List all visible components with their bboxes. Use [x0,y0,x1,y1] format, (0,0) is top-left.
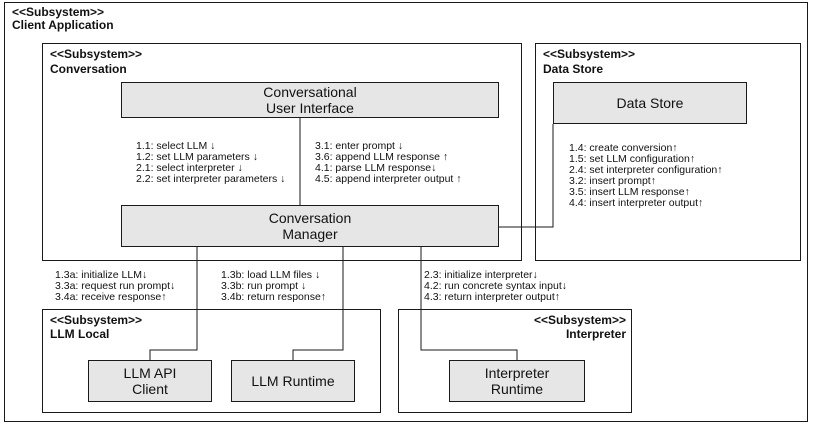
cui-line-2: User Interface [266,100,354,116]
message-label: 2.2: set interpreter parameters ↓ [136,173,286,185]
message-label: 2.3: initialize interpreter↓ [424,269,538,281]
interpreter-name: Interpreter [565,327,626,341]
conversation-name: Conversation [50,62,127,76]
message-label: 4.5: append interpreter output ↑ [315,173,462,185]
llm-runtime-label: LLM Runtime [251,373,335,389]
conversation-stereotype: <<Subsystem>> [50,47,143,61]
interpreter-messages: 2.3: initialize interpreter↓ 4.2: run co… [424,270,567,303]
message-label: 3.1: enter prompt ↓ [315,140,404,152]
message-label: 2.4: set interpreter configuration↑ [569,164,723,176]
client-application-stereotype: <<Subsystem>> [12,5,105,19]
interpreter-stereotype: <<Subsystem>> [533,313,626,327]
message-label: 3.5: insert LLM response↑ [569,186,690,198]
llm-runtime-component[interactable]: LLM Runtime [231,360,355,402]
manager-interpreter-link [420,247,518,360]
message-label: 3.3b: run prompt ↓ [221,280,307,292]
message-label: 2.1: select interpreter ↓ [136,162,243,174]
data-store-component[interactable]: Data Store [553,82,747,124]
message-label: 1.3b: load LLM files ↓ [221,269,321,281]
manager-line-1: Conversation [268,210,352,226]
interp-runtime-line-1: Interpreter [484,365,550,381]
message-label: 3.3a: request run prompt↓ [55,280,176,292]
cui-line-1: Conversational [263,84,357,100]
message-label: 1.2: set LLM parameters ↓ [136,151,258,163]
manager-llm-api-link [149,247,198,360]
message-label: 1.1: select LLM ↓ [136,140,216,152]
client-application-name: Client Application [12,18,114,32]
message-label: 3.4b: return response↑ [221,291,327,303]
message-label: 3.6: append LLM response ↑ [315,151,449,163]
cui-right-messages: 3.1: enter prompt ↓ 3.6: append LLM resp… [315,141,462,185]
message-label: 4.1: parse LLM response↓ [315,162,437,174]
message-label: 4.4: insert interpreter output↑ [569,197,704,209]
llm-api-line-1: LLM API [123,365,177,381]
interpreter-frame [398,309,632,413]
data-store-stereotype: <<Subsystem>> [543,47,636,61]
message-label: 3.2: insert prompt↑ [569,175,656,187]
llm-api-line-2: Client [132,381,168,397]
message-label: 4.2: run concrete syntax input↓ [424,280,567,292]
data-store-label: Data Store [616,95,684,111]
llm-runtime-messages: 1.3b: load LLM files ↓ 3.3b: run prompt … [221,270,326,303]
llm-local-name: LLM Local [50,327,110,341]
client-application-frame [4,2,808,422]
llm-local-frame [42,309,381,413]
data-store-subsystem-name: Data Store [543,62,604,76]
message-label: 3.4a: receive response↑ [55,291,167,303]
llm-api-messages: 1.3a: initialize LLM↓ 3.3a: request run … [55,270,175,303]
manager-line-2: Manager [282,226,338,242]
message-label: 1.3a: initialize LLM↓ [55,269,148,281]
interp-runtime-line-2: Runtime [490,381,544,397]
llm-local-stereotype: <<Subsystem>> [50,313,143,327]
cui-left-messages: 1.1: select LLM ↓ 1.2: set LLM parameter… [136,141,285,185]
conversation-frame [42,43,522,261]
manager-datastore-link [499,124,554,228]
message-label: 4.3: return interpreter output↑ [424,291,560,303]
data-store-frame [535,43,801,261]
message-label: 1.4: create conversion↑ [569,142,678,154]
data-store-messages: 1.4: create conversion↑ 1.5: set LLM con… [569,143,723,209]
message-label: 1.5: set LLM configuration↑ [569,153,696,165]
manager-llm-runtime-link [292,247,344,360]
